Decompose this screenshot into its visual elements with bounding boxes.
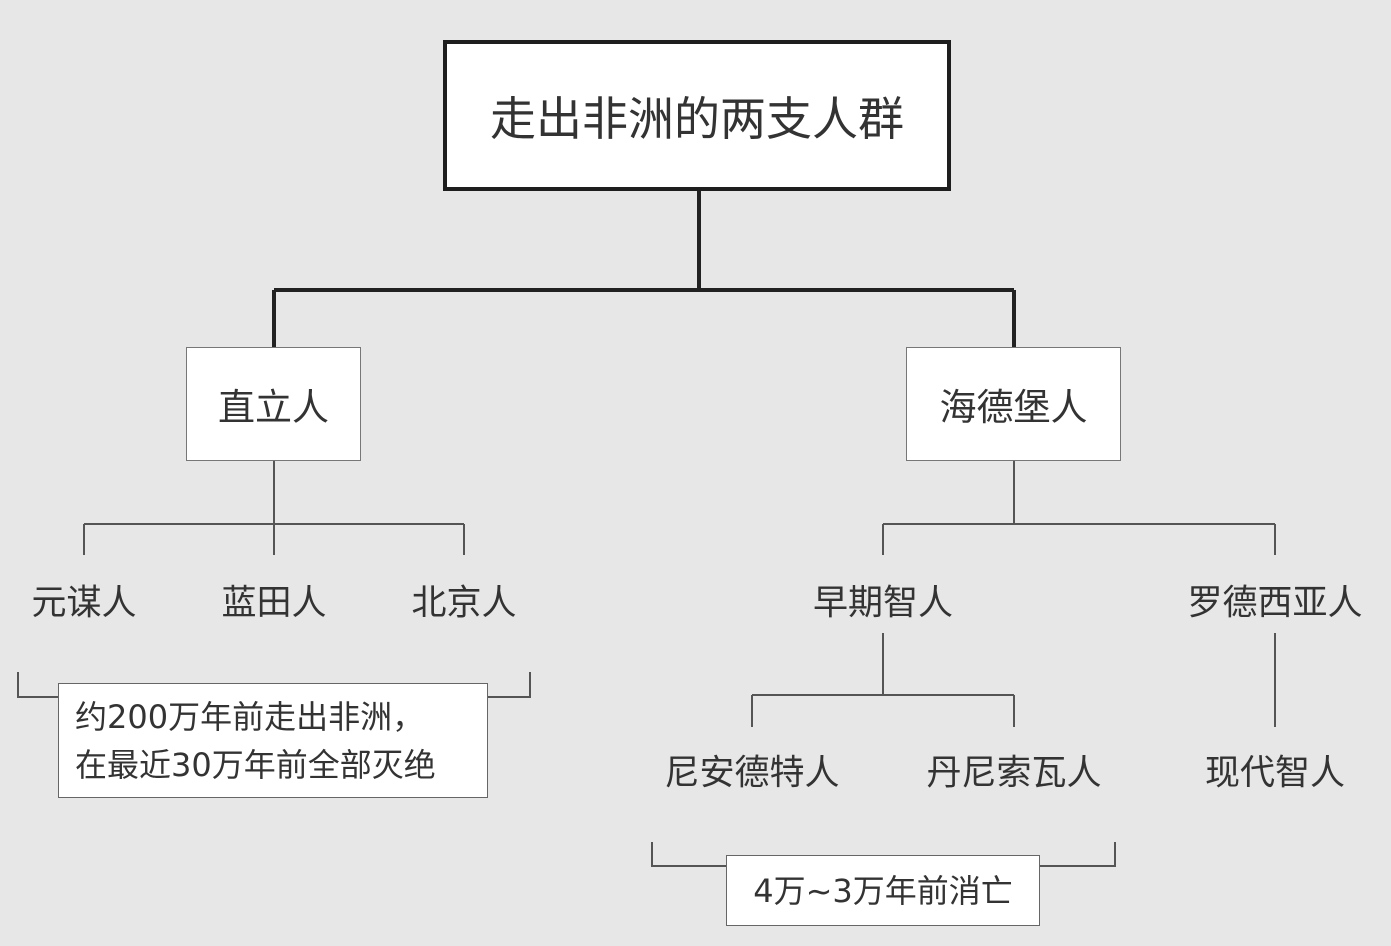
leaf-lantian: 蓝田人 bbox=[221, 583, 327, 624]
erectus-bracket bbox=[17, 672, 531, 698]
leaf-modern-sapiens: 现代智人 bbox=[1204, 753, 1346, 794]
note-line: 在最近30万年前全部灭绝 bbox=[75, 745, 436, 784]
leaf-peking: 北京人 bbox=[411, 583, 517, 624]
erectus-connector bbox=[83, 461, 465, 555]
leaf-denisovan: 丹尼索瓦人 bbox=[926, 753, 1102, 794]
node-label: 海德堡人 bbox=[939, 386, 1088, 429]
early-sapiens-connector bbox=[751, 633, 1015, 727]
note-line: 4万~3万年前消亡 bbox=[753, 871, 1013, 910]
node-label: 直立人 bbox=[218, 386, 329, 429]
extinction-note: 4万~3万年前消亡 bbox=[726, 855, 1040, 926]
leaf-rhodesian: 罗德西亚人 bbox=[1187, 583, 1363, 624]
node-homo-heidelbergensis: 海德堡人 bbox=[906, 347, 1121, 461]
note-line: 约200万年前走出非洲， bbox=[75, 697, 425, 736]
leaf-neanderthal: 尼安德特人 bbox=[664, 753, 840, 794]
node-homo-erectus: 直立人 bbox=[186, 347, 361, 461]
leaf-early-sapiens: 早期智人 bbox=[812, 583, 954, 624]
root-node: 走出非洲的两支人群 bbox=[443, 40, 951, 191]
erectus-note: 约200万年前走出非洲， 在最近30万年前全部灭绝 bbox=[58, 683, 488, 798]
heidelberg-connector bbox=[882, 461, 1276, 555]
extinction-bracket bbox=[651, 842, 1116, 867]
leaf-yuanmou: 元谋人 bbox=[31, 583, 137, 624]
root-connector bbox=[272, 191, 1016, 347]
root-title: 走出非洲的两支人群 bbox=[490, 91, 904, 146]
